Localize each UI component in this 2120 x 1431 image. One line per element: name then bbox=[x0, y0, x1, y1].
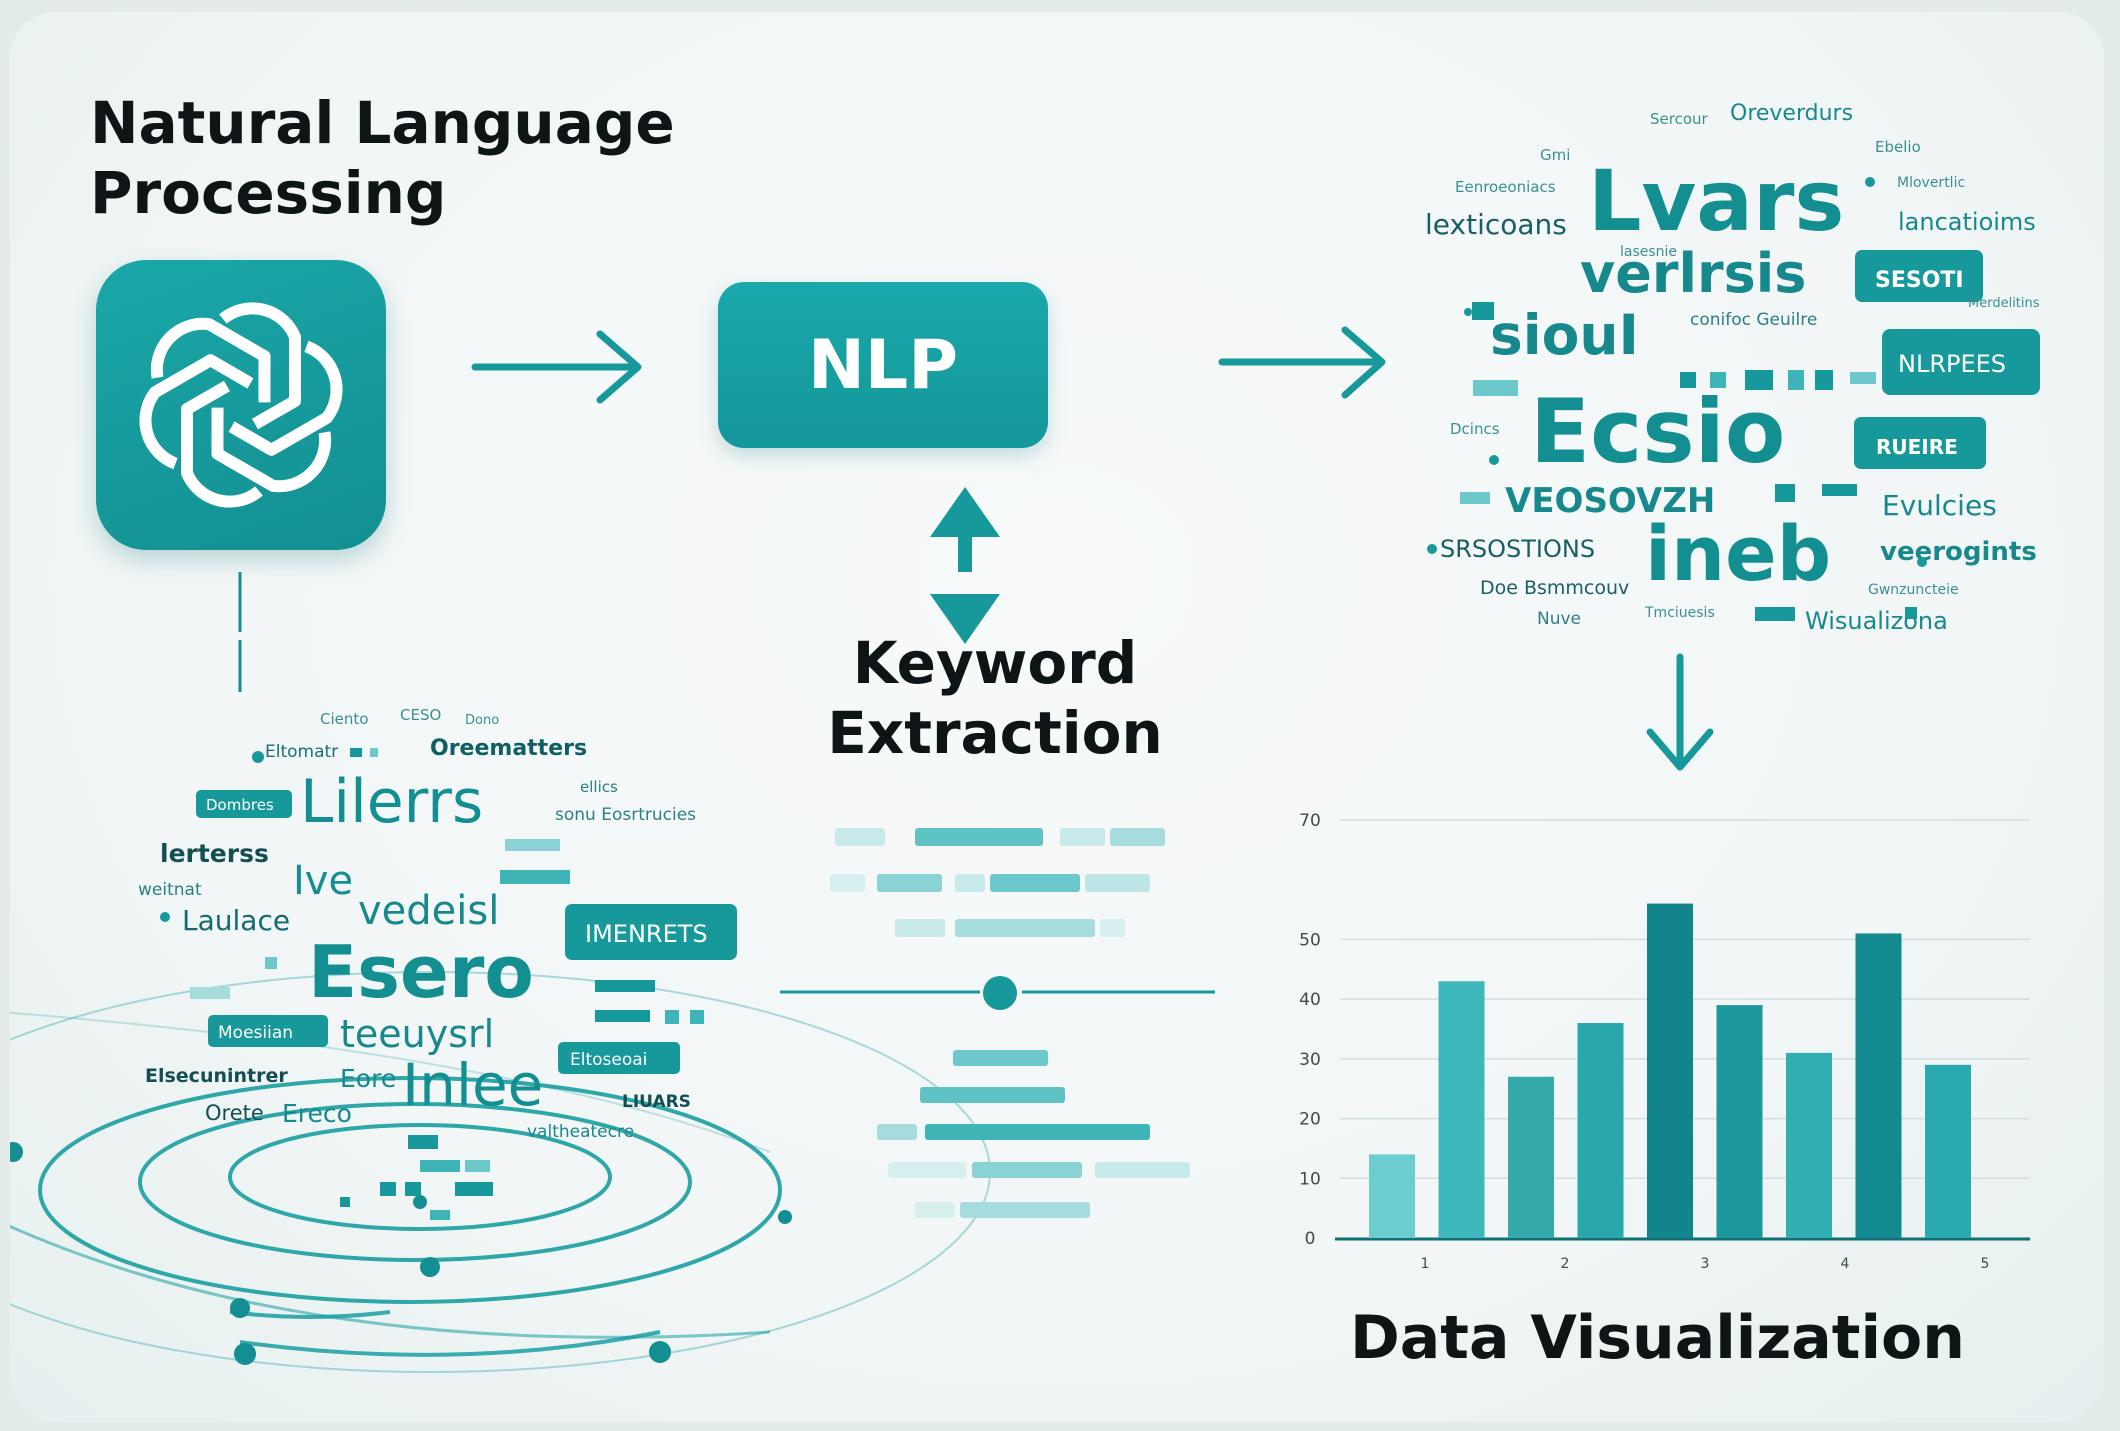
y-tick-label: 0 bbox=[1305, 1229, 1316, 1249]
page-title: Natural Language Processing bbox=[90, 89, 675, 227]
wc-left-word: Ive bbox=[293, 858, 353, 904]
wc-right-word: verlrsis bbox=[1580, 242, 1806, 305]
openai-app-icon[interactable] bbox=[96, 260, 386, 550]
wc-left-word: Dono bbox=[465, 713, 499, 728]
wc-right-word: Wisualizona bbox=[1805, 607, 1948, 635]
wc-left-word: Ereco bbox=[282, 1099, 352, 1128]
x-tick-label: 3 bbox=[1701, 1256, 1710, 1272]
wc-left-word: Moesiian bbox=[218, 1023, 293, 1043]
wc-right-word: Eenroeoniacs bbox=[1455, 178, 1556, 196]
wc-right-word: Tmciuesis bbox=[1644, 605, 1715, 621]
wc-right-word: Ecsio bbox=[1530, 380, 1785, 483]
y-tick-label: 10 bbox=[1299, 1169, 1321, 1189]
wc-left-word: Eltoseoai bbox=[570, 1050, 647, 1070]
word-cloud-left: Ciento CESO Dono Eltomatr Oreematters Do… bbox=[138, 706, 737, 1220]
double-arrow-vertical-icon bbox=[930, 487, 1000, 644]
wc-left-word: LIUARS bbox=[622, 1092, 691, 1112]
chart-bar bbox=[1438, 981, 1485, 1238]
wc-left-word: Eltomatr bbox=[265, 742, 338, 762]
wc-left-word: valtheatecre bbox=[527, 1122, 634, 1142]
wc-right-word: VEOSOVZH bbox=[1505, 481, 1715, 521]
x-tick-label: 2 bbox=[1561, 1256, 1570, 1272]
arrow-right-icon bbox=[1218, 326, 1386, 399]
wc-left-word: Eore bbox=[340, 1064, 396, 1093]
wc-right-word: Oreverdurs bbox=[1730, 101, 1853, 126]
wc-right-word: SESOTI bbox=[1875, 268, 1964, 293]
wc-left-word: Inlee bbox=[402, 1051, 543, 1119]
wc-left-word: vedeisl bbox=[358, 888, 499, 934]
wc-left-word: CESO bbox=[400, 706, 441, 724]
wc-right-word: Evulcies bbox=[1882, 489, 1997, 522]
wc-left-word: Esero bbox=[308, 930, 534, 1014]
wc-left-word: Orete bbox=[205, 1101, 264, 1125]
y-tick-label: 40 bbox=[1299, 990, 1321, 1010]
chart-bar bbox=[1716, 1005, 1763, 1238]
wc-right-word: Sercour bbox=[1650, 110, 1709, 128]
infographic-card: Ciento CESO Dono Eltomatr Oreematters Do… bbox=[10, 12, 2104, 1422]
wc-left-word: Oreematters bbox=[430, 736, 587, 761]
x-tick-label: 5 bbox=[1981, 1256, 1990, 1272]
wc-left-word: Laulace bbox=[182, 904, 290, 937]
wc-left-word: sonu Eosrtrucies bbox=[555, 805, 696, 825]
wc-right-word: siouI bbox=[1490, 303, 1639, 367]
wc-right-word: veerogints bbox=[1880, 537, 2037, 567]
wc-right-word: lancatioims bbox=[1898, 208, 2036, 236]
x-tick-label: 1 bbox=[1421, 1256, 1430, 1272]
chart-bar bbox=[1369, 1154, 1415, 1238]
arrow-down-icon bbox=[1646, 653, 1714, 771]
wc-left-word: Ciento bbox=[320, 710, 368, 728]
y-tick-label: 30 bbox=[1299, 1050, 1321, 1070]
wc-right-word: lexticoans bbox=[1425, 208, 1567, 241]
wc-right-word: Merdelitins bbox=[1968, 296, 2040, 311]
infographic-graphics: Ciento CESO Dono Eltomatr Oreematters Do… bbox=[10, 101, 2040, 1373]
wc-left-word: teeuysrl bbox=[340, 1012, 494, 1056]
wc-left-word: weitnat bbox=[138, 880, 202, 900]
wc-left-word: Dombres bbox=[206, 796, 274, 814]
y-tick-label: 70 bbox=[1299, 811, 1321, 831]
keyword-extraction-title: Keyword Extraction bbox=[827, 629, 1163, 767]
nlp-process-box: NLP bbox=[718, 282, 1048, 448]
wc-right-word: Gmi bbox=[1540, 146, 1570, 164]
wc-right-word: Mlovertlic bbox=[1897, 175, 1965, 191]
wc-right-word: conifoc Geuilre bbox=[1690, 310, 1817, 330]
wc-right-word: RUEIRE bbox=[1876, 435, 1958, 459]
wc-left-word: IMENRETS bbox=[585, 920, 708, 948]
wc-right-word: Gwnzuncteie bbox=[1868, 582, 1959, 598]
wc-right-word: Nuve bbox=[1537, 609, 1581, 629]
wc-right-word: SRSOSTIONS bbox=[1440, 535, 1595, 563]
wc-left-word: lerterss bbox=[160, 839, 269, 868]
arrow-right-icon bbox=[471, 330, 642, 404]
wc-right-word: Lvars bbox=[1588, 152, 1844, 250]
bar-chart: 0 10 20 30 40 50 70 1 2 3 4 5 bbox=[1299, 811, 2030, 1272]
chart-bar bbox=[1925, 1064, 1971, 1238]
wc-right-word: Dcincs bbox=[1450, 420, 1500, 438]
data-visualization-title: Data Visualization bbox=[1350, 1303, 1965, 1373]
chart-bar bbox=[1855, 933, 1902, 1238]
wc-left-word: Elsecunintrer bbox=[145, 1065, 288, 1087]
keyword-extraction-bars bbox=[780, 828, 1215, 1218]
y-tick-label: 50 bbox=[1299, 930, 1321, 950]
chart-bar bbox=[1786, 1052, 1832, 1238]
word-cloud-right: Sercour Oreverdurs Gmi Ebelio Eenroeonia… bbox=[1425, 101, 2040, 635]
chart-bar bbox=[1508, 1076, 1554, 1238]
wc-left-word: ellics bbox=[580, 778, 618, 796]
openai-knot-icon bbox=[139, 302, 343, 508]
wc-left-word: Lilerrs bbox=[300, 767, 483, 837]
wc-right-word: Doe Bsmmcouv bbox=[1480, 577, 1629, 599]
y-tick-label: 20 bbox=[1299, 1110, 1321, 1130]
concentric-rings bbox=[10, 971, 991, 1373]
chart-bar bbox=[1647, 903, 1693, 1238]
wc-right-word: Ebelio bbox=[1875, 138, 1921, 156]
wc-right-word: ineb bbox=[1645, 509, 1831, 598]
chart-bar bbox=[1577, 1023, 1624, 1238]
wc-right-word: NLRPEES bbox=[1898, 350, 2006, 378]
wc-right-word: lasesnie bbox=[1620, 244, 1677, 260]
x-tick-label: 4 bbox=[1841, 1256, 1850, 1272]
